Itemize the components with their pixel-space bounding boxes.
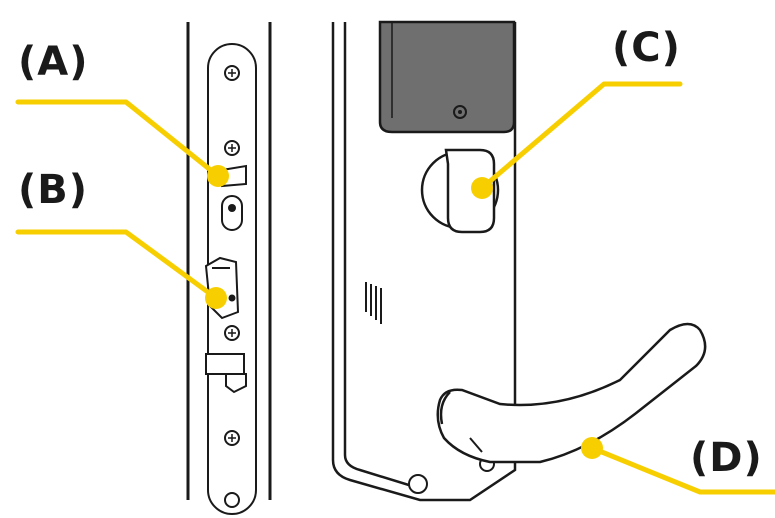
lever-handle-d — [436, 322, 707, 464]
leader-b — [15, 229, 219, 301]
leader-lines — [15, 81, 775, 495]
faceplate-screws — [224, 65, 240, 508]
callout-label-a: (A) — [18, 39, 89, 85]
callout-label-b: (B) — [18, 167, 89, 213]
leader-dot-d — [581, 437, 603, 459]
leader-dots — [205, 165, 603, 459]
speaker-grille — [365, 282, 382, 324]
leader-a — [15, 99, 221, 179]
callout-label-c: (C) — [612, 25, 681, 71]
leader-d — [589, 445, 775, 495]
leader-dot-b — [205, 287, 227, 309]
leader-dot-a — [207, 165, 229, 187]
lock-body — [331, 22, 517, 502]
deadbolt-b — [204, 256, 240, 320]
thumb-turn-c — [420, 148, 500, 234]
leader-c — [479, 81, 683, 191]
callout-label-d: (D) — [690, 435, 763, 481]
lower-latch — [205, 353, 247, 394]
keypad-panel — [378, 20, 516, 134]
leader-dot-c — [471, 177, 493, 199]
keyhole — [221, 195, 243, 231]
